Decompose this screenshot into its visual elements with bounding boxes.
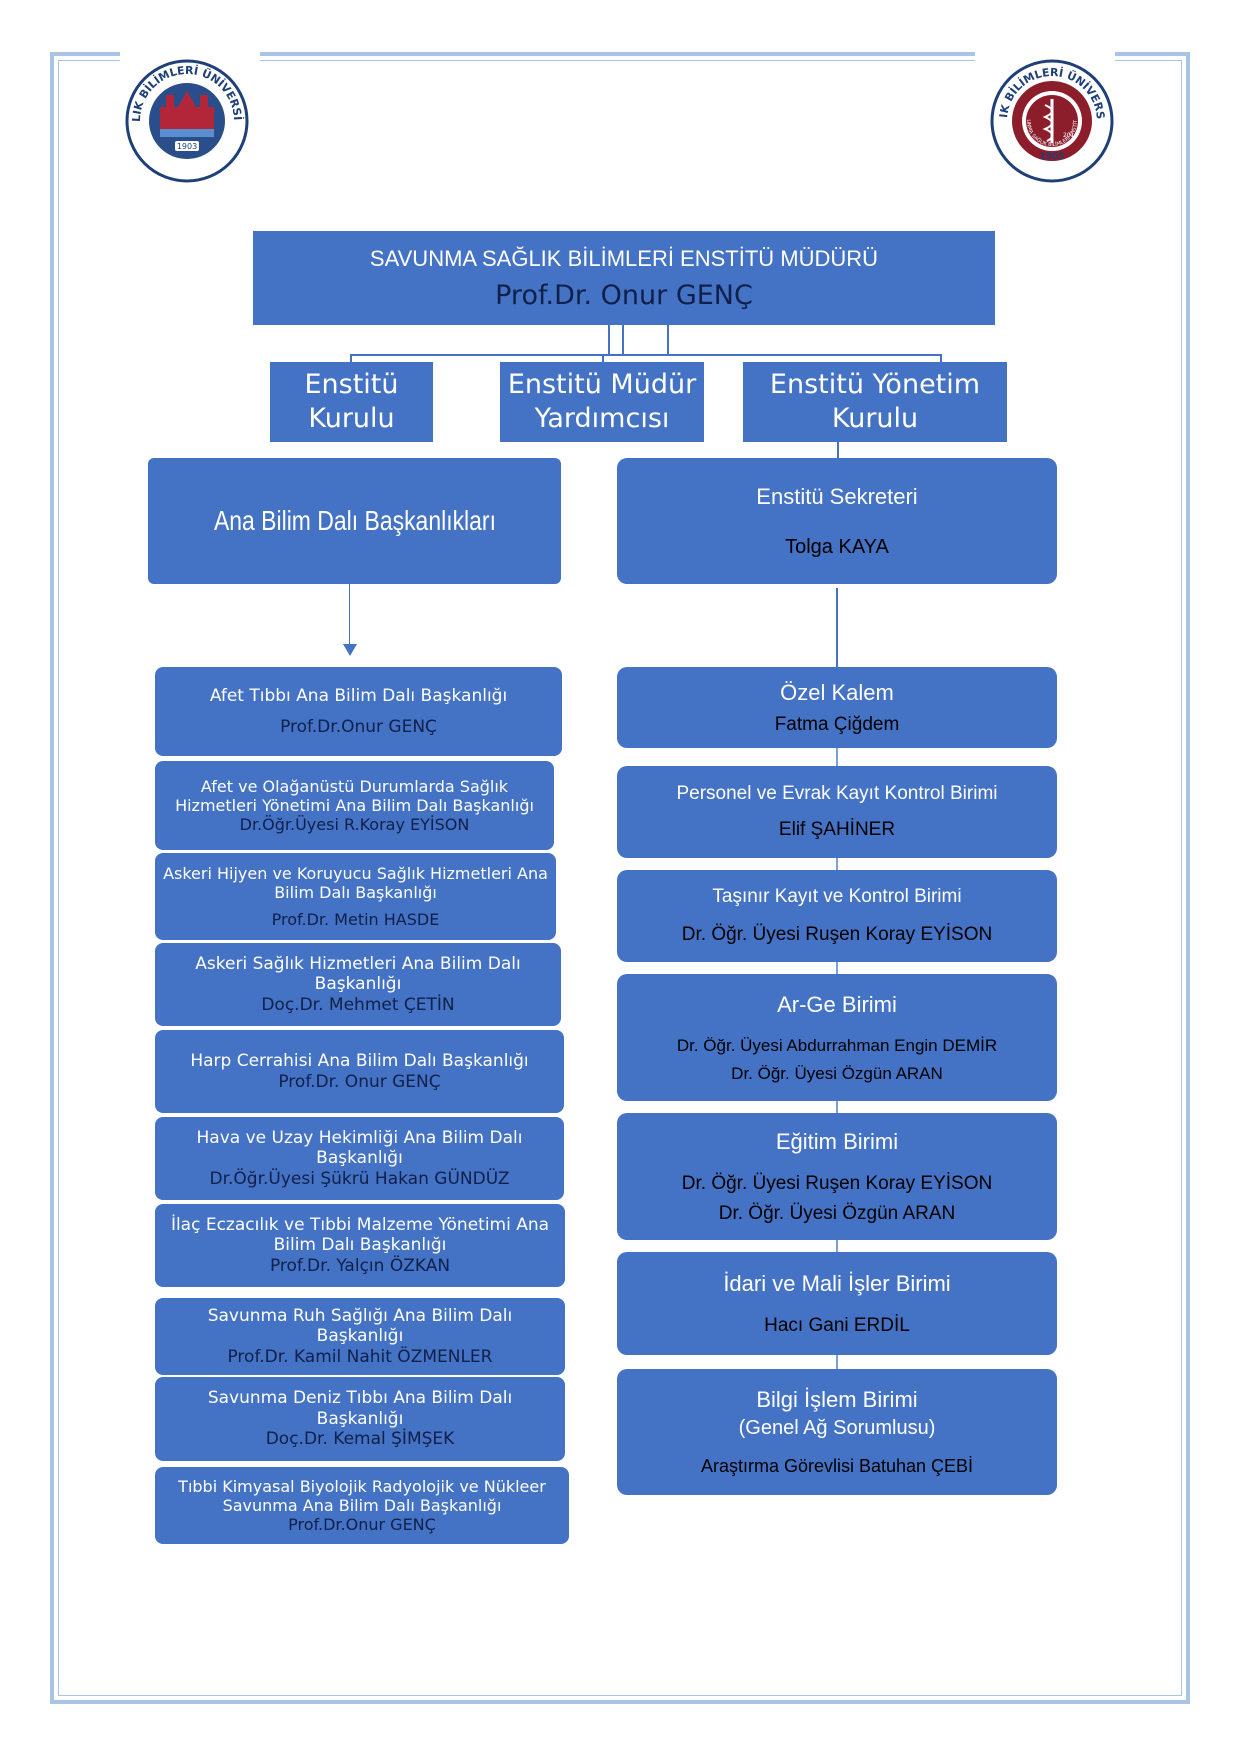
unit-person: Elif ŞAHİNER <box>778 819 896 840</box>
department-name: Savunma Ruh Sağlığı Ana Bilim Dalı Başka… <box>207 1305 513 1347</box>
unit-title: Ar-Ge Birimi <box>777 991 897 1017</box>
heads-label: Ana Bilim Dalı Başkanlıkları <box>213 505 496 536</box>
secretary-title: Enstitü Sekreteri <box>756 483 918 509</box>
secretary-name: Tolga KAYA <box>785 535 889 558</box>
unit-title: Taşınır Kayıt ve Kontrol Birimi <box>712 886 962 907</box>
arrow-down-icon <box>343 644 357 656</box>
connector-director-2 <box>622 325 624 355</box>
department-item: Savunma Deniz Tıbbı Ana Bilim Dalı Başka… <box>155 1377 565 1461</box>
unit-title: Eğitim Birimi <box>775 1128 899 1154</box>
unit-item: İdari ve Mali İşler Birimi Hacı Gani ERD… <box>617 1252 1057 1355</box>
unit-item: Bilgi İşlem Birimi (Genel Ağ Sorumlusu) … <box>617 1369 1057 1495</box>
department-head: Dr.Öğr.Üyesi R.Koray EYİSON <box>239 815 470 835</box>
connector-unit-2-3 <box>836 858 838 870</box>
board-3-line1: Enstitü Yönetim <box>769 369 981 401</box>
unit-subtitle: (Genel Ağ Sorumlusu) <box>738 1417 936 1439</box>
board-3-line2: Kurulu <box>831 403 919 434</box>
department-name: Afet ve Olağanüstü Durumlarda Sağlık Hiz… <box>175 776 534 815</box>
university-logo-right: SAĞLIK BİLİMLERİ ÜNİVERSİTESİ SAVUNMA SA… <box>985 55 1114 183</box>
department-item: Tıbbi Kimyasal Biyolojik Radyolojik ve N… <box>155 1467 569 1544</box>
unit-person: Hacı Gani ERDİL <box>764 1314 910 1336</box>
board-2-line1: Enstitü Müdür <box>507 369 697 401</box>
frame-gap-left <box>120 46 260 66</box>
department-name: Savunma Deniz Tıbbı Ana Bilim Dalı Başka… <box>207 1388 513 1429</box>
director-title: SAVUNMA SAĞLIK BİLİMLERİ ENSTİTÜ MÜDÜRÜ <box>369 245 879 271</box>
department-head: Prof.Dr.Onur GENÇ <box>280 716 437 737</box>
connector-unit-6-7 <box>836 1355 838 1369</box>
department-head: Prof.Dr.Onur GENÇ <box>288 1515 436 1535</box>
director-box: SAVUNMA SAĞLIK BİLİMLERİ ENSTİTÜ MÜDÜRÜ … <box>253 231 995 325</box>
connector-board-2 <box>602 354 604 362</box>
unit-title: İdari ve Mali İşler Birimi <box>723 1270 951 1296</box>
connector-to-secretary <box>837 442 839 458</box>
unit-item: Özel Kalem Fatma Çiğdem <box>617 667 1057 748</box>
department-head: Prof.Dr. Metin HASDE <box>271 910 440 930</box>
connector-unit-4-5 <box>836 1101 838 1113</box>
department-item: Hava ve Uzay Hekimliği Ana Bilim Dalı Ba… <box>155 1117 564 1200</box>
board-1-line1: Enstitü <box>304 369 399 401</box>
department-head: Prof.Dr. Onur GENÇ <box>278 1071 441 1092</box>
unit-title: Personel ve Evrak Kayıt Kontrol Birimi <box>676 783 998 804</box>
unit-title: Özel Kalem <box>780 679 894 705</box>
unit-person: Dr. Öğr. Üyesi Ruşen Koray EYİSON <box>681 1172 993 1194</box>
department-name: Askeri Sağlık Hizmetleri Ana Bilim Dalı … <box>195 953 521 995</box>
logo-right-year-small: 2018 <box>1063 132 1078 139</box>
department-name: Harp Cerrahisi Ana Bilim Dalı Başkanlığı <box>190 1051 529 1072</box>
department-name: İlaç Eczacılık ve Tıbbi Malzeme Yönetimi… <box>170 1214 550 1256</box>
department-item: Savunma Ruh Sağlığı Ana Bilim Dalı Başka… <box>155 1298 565 1375</box>
connector-director-3 <box>667 325 669 355</box>
department-name: Afet Tıbbı Ana Bilim Dalı Başkanlığı <box>209 686 508 707</box>
heads-box: Ana Bilim Dalı Başkanlıkları <box>148 458 561 584</box>
board-1-line2: Kurulu <box>308 403 395 434</box>
board-2-line2: Yardımcısı <box>534 403 670 434</box>
department-head: Doç.Dr. Mehmet ÇETİN <box>261 994 455 1015</box>
unit-title: Bilgi İşlem Birimi <box>756 1387 918 1412</box>
connector-unit-5-6 <box>836 1240 838 1252</box>
board-enstitu-kurulu: Enstitü Kurulu <box>270 362 433 442</box>
department-name: Askeri Hijyen ve Koruyucu Sağlık Hizmetl… <box>163 863 548 902</box>
connector-heads-arrow <box>349 584 350 644</box>
department-item: Askeri Hijyen ve Koruyucu Sağlık Hizmetl… <box>155 853 556 940</box>
department-head: Dr.Öğr.Üyesi Şükrü Hakan GÜNDÜZ <box>209 1168 510 1189</box>
department-item: Askeri Sağlık Hizmetleri Ana Bilim Dalı … <box>155 943 561 1026</box>
department-item: Afet ve Olağanüstü Durumlarda Sağlık Hiz… <box>155 761 554 850</box>
department-item: Harp Cerrahisi Ana Bilim Dalı Başkanlığı… <box>155 1030 564 1113</box>
connector-board-1 <box>350 354 352 362</box>
department-head: Prof.Dr. Kamil Nahit ÖZMENLER <box>227 1346 493 1367</box>
unit-item: Ar-Ge Birimi Dr. Öğr. Üyesi Abdurrahman … <box>617 974 1057 1101</box>
secretary-box: Enstitü Sekreteri Tolga KAYA <box>617 458 1057 584</box>
unit-item: Taşınır Kayıt ve Kontrol Birimi Dr. Öğr.… <box>617 870 1057 962</box>
page-frame-inner <box>58 60 1182 1696</box>
logo-right-year: 1903 <box>1039 152 1064 162</box>
connector-unit-3-4 <box>836 962 838 974</box>
department-head: Doç.Dr. Kemal ŞİMŞEK <box>265 1429 455 1450</box>
connector-secretary-units <box>836 588 838 667</box>
page-frame-outer <box>50 52 1190 1704</box>
university-logo-left: SAĞLIK BİLİMLERİ ÜNİVERSİTESİ 1903 <box>120 55 249 183</box>
frame-gap-right <box>975 46 1115 66</box>
department-name: Tıbbi Kimyasal Biyolojik Radyolojik ve N… <box>178 1476 546 1515</box>
connector-director-1 <box>608 325 610 355</box>
unit-person: Dr. Öğr. Üyesi Ruşen Koray EYİSON <box>681 924 993 945</box>
unit-item: Eğitim Birimi Dr. Öğr. Üyesi Ruşen Koray… <box>617 1113 1057 1240</box>
department-item: Afet Tıbbı Ana Bilim Dalı Başkanlığı Pro… <box>155 667 562 756</box>
director-name: Prof.Dr. Onur GENÇ <box>495 279 753 311</box>
unit-person: Dr. Öğr. Üyesi Özgün ARAN <box>718 1202 956 1224</box>
unit-item: Personel ve Evrak Kayıt Kontrol Birimi E… <box>617 766 1057 858</box>
department-item: İlaç Eczacılık ve Tıbbi Malzeme Yönetimi… <box>155 1204 565 1287</box>
unit-person: Dr. Öğr. Üyesi Özgün ARAN <box>731 1063 943 1083</box>
board-mudur-yardimcisi: Enstitü Müdür Yardımcısı <box>500 362 704 442</box>
unit-person: Dr. Öğr. Üyesi Abdurrahman Engin DEMİR <box>676 1035 998 1055</box>
unit-person: Araştırma Görevlisi Batuhan ÇEBİ <box>700 1456 974 1476</box>
connector-boards-horizontal <box>350 354 942 356</box>
unit-person: Fatma Çiğdem <box>774 713 900 735</box>
department-name: Hava ve Uzay Hekimliği Ana Bilim Dalı Ba… <box>196 1127 523 1169</box>
logo-left-year: 1903 <box>177 142 197 151</box>
department-head: Prof.Dr. Yalçın ÖZKAN <box>269 1255 451 1276</box>
connector-unit-1-2 <box>836 748 838 766</box>
board-yonetim-kurulu: Enstitü Yönetim Kurulu <box>743 362 1007 442</box>
connector-board-3 <box>940 354 942 362</box>
